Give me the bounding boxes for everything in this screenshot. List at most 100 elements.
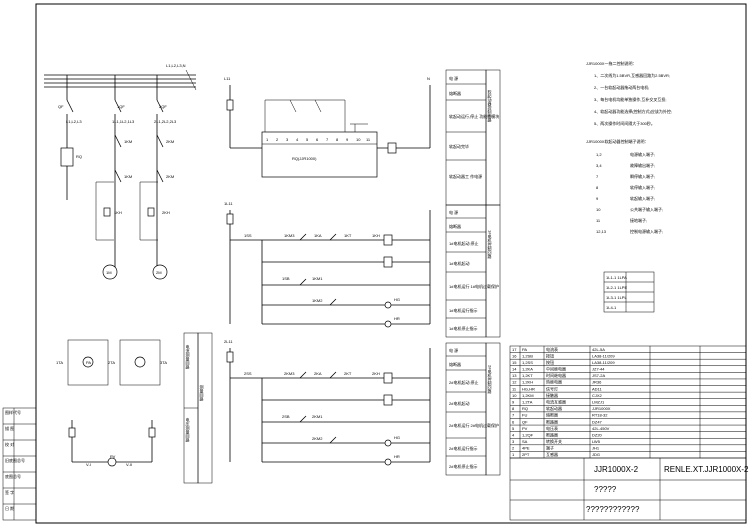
term-d-4: 软起输入端子; (630, 195, 655, 201)
bom-name-1: 按钮 (546, 352, 554, 358)
bom-code-3: 1,2KA (522, 367, 533, 372)
note-4: 4、软起动器功能选择(控制方式)应该为外控; (594, 108, 672, 114)
m2-side-label: 2#电机控制回路 (488, 365, 493, 394)
motor1-dev-ss: 1SS (244, 233, 252, 238)
motor2-dev-km3: 2KM3 (284, 371, 295, 376)
supply-l11: L11 (224, 76, 231, 81)
bom-no-0: 17 (512, 347, 517, 352)
left-strip-3: 旧底图总号 (5, 457, 25, 463)
motor2-coil-km (383, 372, 393, 384)
bus-label: L1,L2,L3,N (166, 63, 186, 68)
motor2-coil-kt (383, 394, 393, 406)
bom-code-0: PA (522, 347, 527, 352)
breaker-qf-sub: L1,L2,L3 (66, 119, 82, 124)
motor1-fuse (226, 213, 234, 225)
bom-name-5: 热继电器 (546, 379, 562, 385)
bom-no-1: 16 (512, 353, 517, 358)
terminal-7: 7 (326, 137, 329, 142)
ammeter-2 (134, 356, 146, 368)
bom-code-6: HG,HR (522, 386, 535, 391)
bom-code-13: 1,2QF (522, 432, 534, 437)
bom-no-12: 5 (512, 426, 515, 431)
bom-code-2: 1,2SS (522, 360, 533, 365)
motor1-dev-hr: HR (394, 316, 400, 321)
bom-spec-15: JH1 (592, 446, 600, 451)
left-strip-2: 校 对 (5, 441, 14, 447)
motor-1m-label: 1M (106, 270, 112, 275)
motor2-dev-ss: 2SS (244, 371, 252, 376)
contactor-2km-bypass: 2KM (166, 174, 174, 179)
bom-name-12: 电压表 (546, 425, 558, 431)
term-t-3: 8 (596, 185, 599, 190)
relay-2kh (147, 207, 155, 217)
surge-rq (60, 147, 74, 167)
motor1-dev-km3: 1KM3 (284, 233, 295, 238)
bom-code-10: FU (522, 413, 527, 418)
surge-label: RQ (76, 154, 82, 159)
bom-spec-5: JR36 (592, 380, 602, 385)
motor2-labels: 电 源 熔断器 2#电机起动,停止 2#电机起动 2#电机运行 2#电机过载保护… (445, 342, 501, 476)
soft-starter-circuit: L11 N RQ(JJR1000) 1 2 3 4 5 6 7 8 9 10 1… (224, 76, 431, 178)
motor1-coil-km (383, 234, 393, 246)
bom-spec-4: JS7-2A (592, 373, 605, 378)
motor2-lamp-hr (384, 458, 392, 466)
term-d-3: 软停输入端子; (630, 184, 655, 190)
bom-no-3: 14 (512, 367, 517, 372)
vt-2: V-II (126, 462, 132, 467)
motor1-dev-sb: 1SB (282, 276, 290, 281)
term-d-7: 控制电源输入端子; (630, 228, 663, 234)
bom-code-1: 1,2SB (522, 353, 533, 358)
bom-spec-10: RT18-32 (592, 413, 608, 418)
bom-code-8: 1,2TA (522, 399, 533, 404)
bom-name-8: 电流互感器 (546, 398, 566, 404)
terminal-4: 4 (296, 137, 299, 142)
bom-spec-9: JJR1000X (592, 406, 611, 411)
motor-1m (102, 264, 118, 280)
terminal-title: JJR1000X软起动器控制端子说明： (586, 138, 648, 144)
motor2-dev-hr: HR (394, 454, 400, 459)
bom-code-11: QF (522, 419, 528, 424)
breaker-2qf-sub: 2L1,2L2,2L3 (154, 119, 177, 124)
soft-starter-box (261, 131, 378, 178)
terminal-8: 8 (336, 137, 339, 142)
small-row-0: 1L1-1 1LPA (606, 275, 627, 280)
note-5: 5、两次操作时间间隔大于300秒。 (594, 120, 655, 126)
motor1-coil-kt (383, 256, 393, 268)
motor-2m-label: 2M (156, 270, 162, 275)
bom-code-14: SA (522, 439, 528, 444)
bom-no-8: 9 (512, 399, 515, 404)
small-row-3: 1L4-1 (606, 305, 617, 310)
motor1-supply: 1L11 (224, 201, 233, 206)
term-d-1: 故障输出端子; (630, 162, 655, 168)
motor2-dev-km2: 2KM2 (312, 436, 323, 441)
motor2-dev-hg: HG (394, 435, 400, 440)
motor1-dev-hg: HG (394, 297, 400, 302)
terminal-5: 5 (306, 137, 309, 142)
fuse-fu (226, 99, 234, 111)
soft-starter-label: RQ(JJR1000) (292, 156, 317, 161)
motor2-dev-kt: 2KT (344, 371, 352, 376)
motor2-lamp-hg (384, 439, 392, 447)
m2-row-3: 2#电机起动 (449, 400, 469, 406)
small-row-1: 1L2-1 1LPE (606, 285, 627, 290)
m1-row-2: 1#电机起动,停止 (449, 240, 479, 246)
term-t-4: 9 (596, 196, 599, 201)
motor1-labels: 电 源 熔断器 1#电机起动,停止 1#电机起动 1#电机运行 1#电机过载保护… (445, 204, 501, 338)
m2-row-5: 2#电机运行指示 (449, 445, 477, 451)
bom-no-13: 4 (512, 432, 515, 437)
motor1-dev-kt: 1KT (344, 233, 352, 238)
bom-code-16: 2PT (522, 452, 530, 457)
relay-1kh (103, 207, 111, 217)
contactor-1km-bypass: 1KM (124, 174, 132, 179)
bom-name-9: 软起动器 (546, 405, 562, 411)
bom-spec-12: 42L-450V (592, 426, 610, 431)
breaker-2qf-label: 2QF (159, 104, 167, 109)
m2-row-0: 电 源 (449, 347, 458, 353)
bom-spec-13: DZ20 (592, 432, 603, 437)
m2-row-4: 2#电机运行 2#电机过载保护 (449, 422, 499, 428)
motor2-fuse (226, 351, 234, 363)
term-t-2: 7 (596, 174, 599, 179)
bom-no-7: 10 (512, 393, 517, 398)
